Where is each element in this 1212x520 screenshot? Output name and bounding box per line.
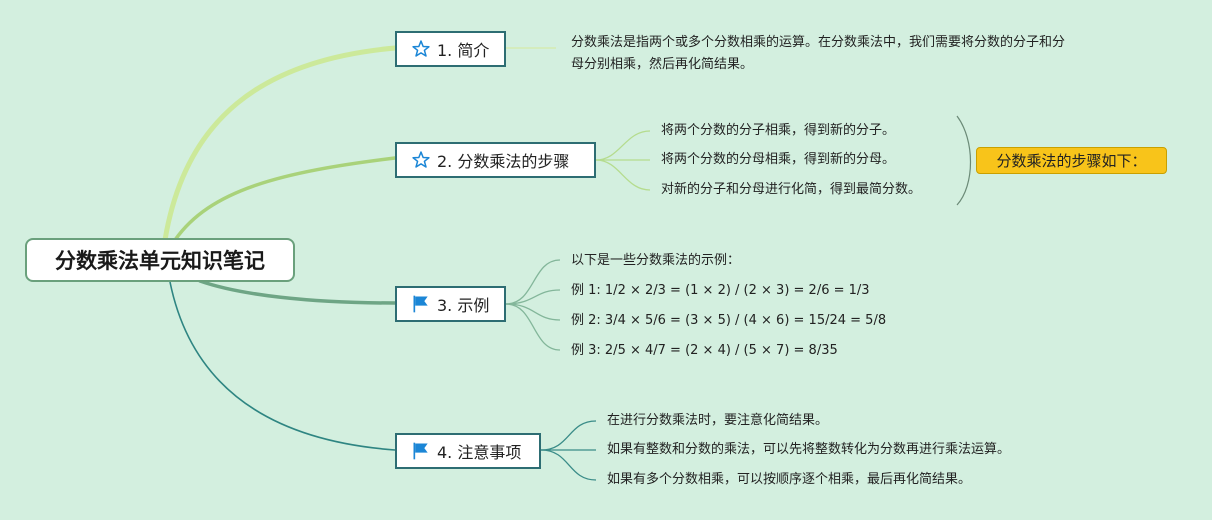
topic-3-label: 3. 示例 bbox=[437, 296, 490, 315]
flag-icon bbox=[411, 441, 431, 461]
sub-lines-3 bbox=[505, 259, 561, 351]
topic-4-note-1: 在进行分数乘法时，要注意化简结果。 bbox=[607, 413, 829, 428]
topic-2-note-2: 将两个分数的分母相乘，得到新的分母。 bbox=[661, 152, 896, 167]
topic-4-label: 4. 注意事项 bbox=[437, 443, 522, 462]
star-icon bbox=[411, 150, 431, 170]
topic-4-notes[interactable]: 4. 注意事项 bbox=[395, 433, 541, 469]
topic-2-note-3: 对新的分子和分母进行化简，得到最简分数。 bbox=[661, 182, 922, 197]
branch-line-4 bbox=[169, 281, 396, 451]
topic-3-examples[interactable]: 3. 示例 bbox=[395, 286, 506, 322]
topic-4-note-2: 如果有整数和分数的乘法，可以先将整数转化为分数再进行乘法运算。 bbox=[607, 442, 1011, 457]
root-title: 分数乘法单元知识笔记 bbox=[55, 249, 265, 273]
branch-line-2 bbox=[173, 156, 397, 242]
topic-3-note-3: 例 2: 3/4 × 5/6 = (3 × 5) / (4 × 6) = 15/… bbox=[571, 313, 887, 328]
root-topic[interactable]: 分数乘法单元知识笔记 bbox=[25, 238, 295, 282]
summary-steps[interactable]: 分数乘法的步骤如下： bbox=[976, 147, 1167, 174]
topic-3-note-1: 以下是一些分数乘法的示例： bbox=[571, 253, 741, 268]
topic-2-note-1: 将两个分数的分子相乘，得到新的分子。 bbox=[661, 123, 896, 138]
summary-label: 分数乘法的步骤如下： bbox=[996, 152, 1147, 170]
sub-lines-2 bbox=[595, 130, 651, 191]
star-icon bbox=[411, 39, 431, 59]
branch-line-1 bbox=[162, 45, 398, 243]
topic-1-label: 1. 简介 bbox=[437, 41, 490, 60]
topic-3-note-2: 例 1: 1/2 × 2/3 = (1 × 2) / (2 × 3) = 2/6… bbox=[571, 283, 870, 298]
summary-bracket bbox=[956, 115, 971, 206]
branch-line-3 bbox=[198, 279, 397, 305]
sub-lines-4 bbox=[540, 420, 597, 481]
topic-2-label: 2. 分数乘法的步骤 bbox=[437, 152, 570, 171]
topic-2-steps[interactable]: 2. 分数乘法的步骤 bbox=[395, 142, 596, 178]
topic-4-note-3: 如果有多个分数相乘，可以按顺序逐个相乘，最后再化简结果。 bbox=[607, 472, 972, 487]
topic-3-note-4: 例 3: 2/5 × 4/7 = (2 × 4) / (5 × 7) = 8/3… bbox=[571, 343, 838, 358]
topic-1-intro[interactable]: 1. 简介 bbox=[395, 31, 506, 67]
flag-icon bbox=[411, 294, 431, 314]
topic-1-note: 分数乘法是指两个或多个分数相乘的运算。在分数乘法中，我们需要将分数的分子和分母分… bbox=[571, 35, 1066, 72]
